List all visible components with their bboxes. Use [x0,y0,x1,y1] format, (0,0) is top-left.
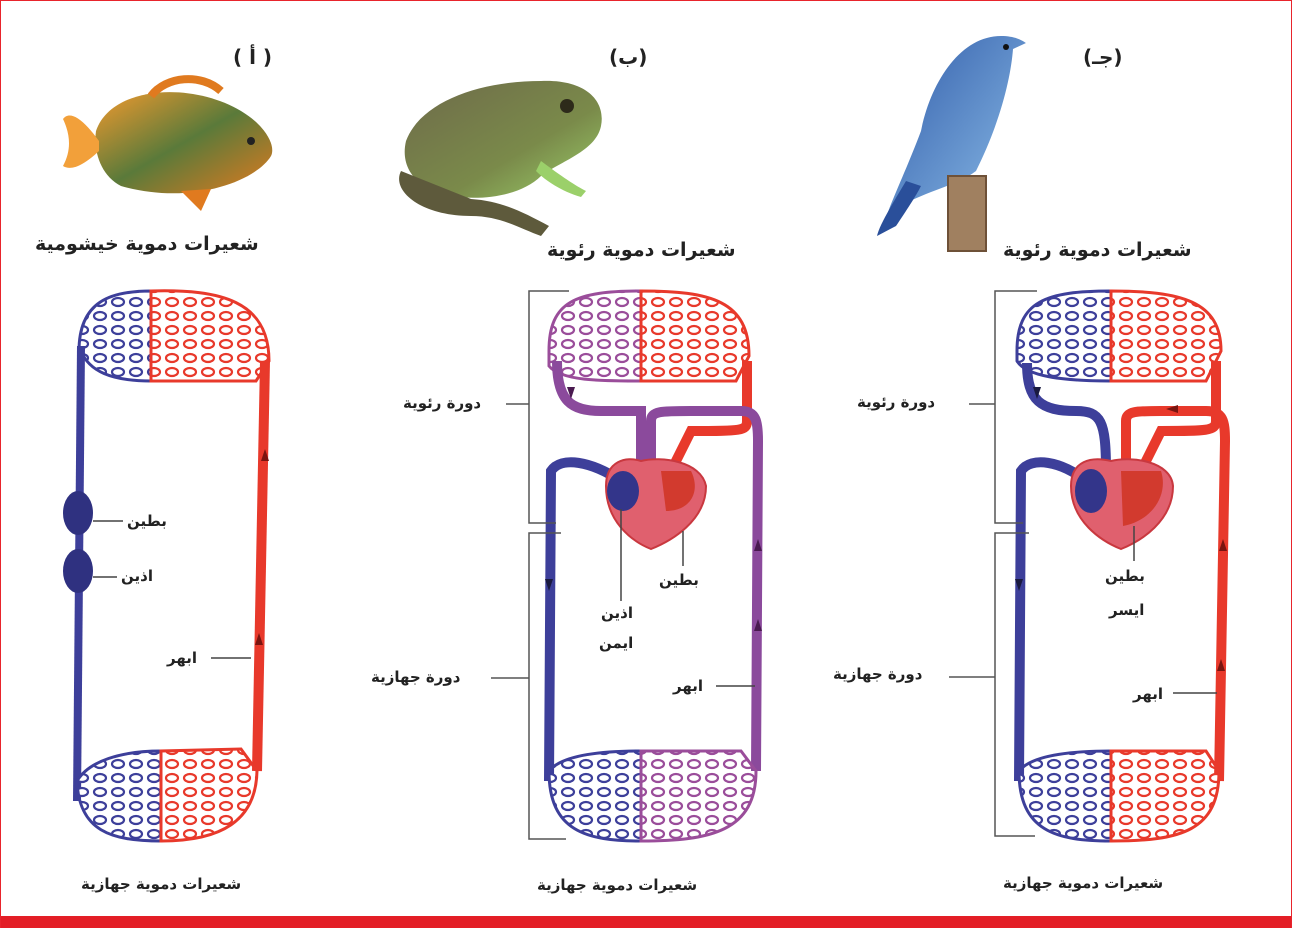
frog-illustration [399,81,602,236]
bottom-red-bar [1,916,1292,928]
panel-a-ventricle-label: بطين [127,512,167,530]
panel-a-aorta-label: ابهر [167,649,197,667]
panel-b-lung-capillaries-label: شعيرات دموية رئوية [547,239,736,261]
panel-c-systemic-circuit-label: دورة جهازية [833,665,922,683]
panel-b-right-atrium-label-2: ايمن [599,634,633,652]
panel-b-letter: (ب) [609,45,647,69]
panel-c-lung-capillaries-label: شعيرات دموية رئوية [1003,239,1192,261]
bird-circulation [949,291,1227,841]
fish-illustration [63,79,272,211]
panel-c-letter: (جـ) [1083,45,1123,69]
panel-b-systemic-capillaries-label: شعيرات دموية جهازية [537,876,697,894]
fish-circulation [63,291,269,841]
panel-c-left-ventricle-label-1: بطين [1105,567,1145,585]
panel-b-pulmonary-circuit-label: دورة رئوية [403,394,481,412]
panel-a-atrium-label: اذين [121,567,153,585]
panel-b-right-atrium-label-1: اذين [601,604,633,622]
panel-a-systemic-capillaries-label: شعيرات دموية جهازية [81,875,241,893]
panel-c-aorta-label: ابهر [1133,685,1163,703]
frog-circulation [491,291,762,841]
panel-a-gill-capillaries-label: شعيرات دموية خيشومية [35,233,259,255]
panel-b-ventricle-label: بطين [659,571,699,589]
panel-c-systemic-capillaries-label: شعيرات دموية جهازية [1003,874,1163,892]
panel-c-pulmonary-circuit-label: دورة رئوية [857,393,935,411]
bird-illustration [877,36,1026,251]
panel-c-left-ventricle-label-2: ايسر [1109,601,1144,619]
panel-b-aorta-label: ابهر [673,677,703,695]
panel-b-systemic-circuit-label: دورة جهازية [371,668,460,686]
panel-a-letter: ( أ ) [233,45,272,69]
